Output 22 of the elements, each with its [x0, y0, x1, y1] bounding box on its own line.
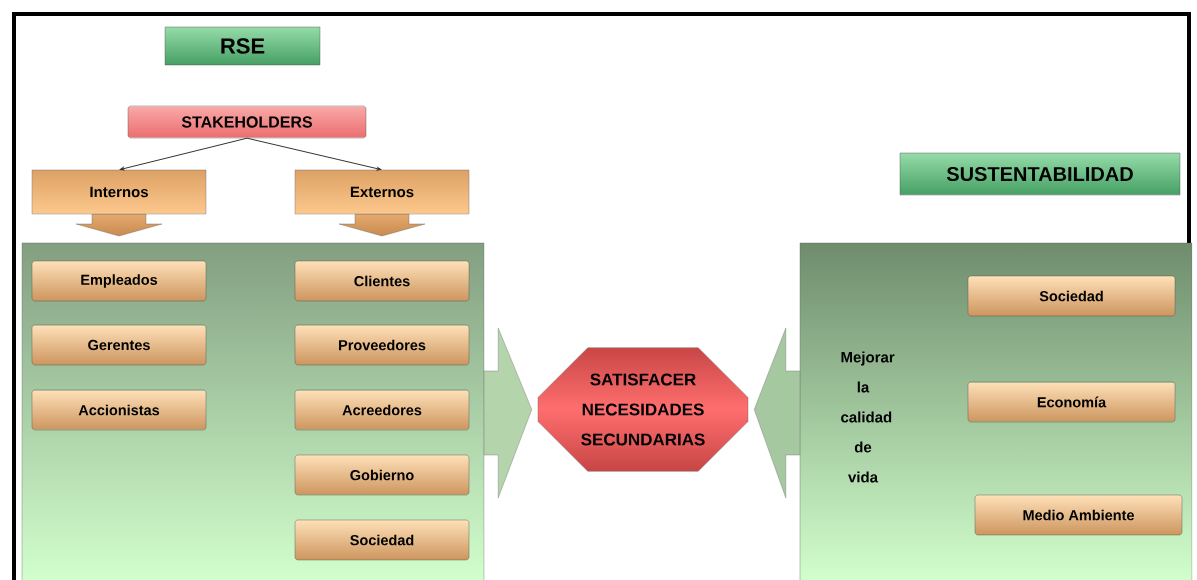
item-box: Sociedad: [967, 275, 1176, 317]
group-panel: [21, 242, 485, 580]
item-box: Clientes: [294, 260, 470, 302]
title-box: SUSTENTABILIDAD: [899, 152, 1181, 196]
block-arrow: [484, 327, 532, 499]
item-box: Proveedores: [294, 324, 470, 366]
title-box: RSE: [164, 26, 321, 66]
callout-box: Externos: [294, 169, 470, 237]
item-box: Empleados: [31, 260, 207, 302]
octagon-box: SATISFACER NECESIDADES SECUNDARIAS: [537, 347, 749, 472]
item-box: Sociedad: [294, 519, 470, 561]
item-box: Acreedores: [294, 389, 470, 431]
item-box: Economía: [967, 381, 1176, 423]
arrow: [246, 137, 382, 171]
item-box: Medio Ambiente: [974, 494, 1183, 536]
arrow: [119, 137, 248, 171]
block-arrow: [754, 327, 800, 499]
item-box: Gerentes: [31, 324, 207, 366]
callout-box: Internos: [31, 169, 207, 237]
item-box: Gobierno: [294, 454, 470, 496]
heading-box: STAKEHOLDERS: [127, 105, 367, 139]
item-box: Accionistas: [31, 389, 207, 431]
